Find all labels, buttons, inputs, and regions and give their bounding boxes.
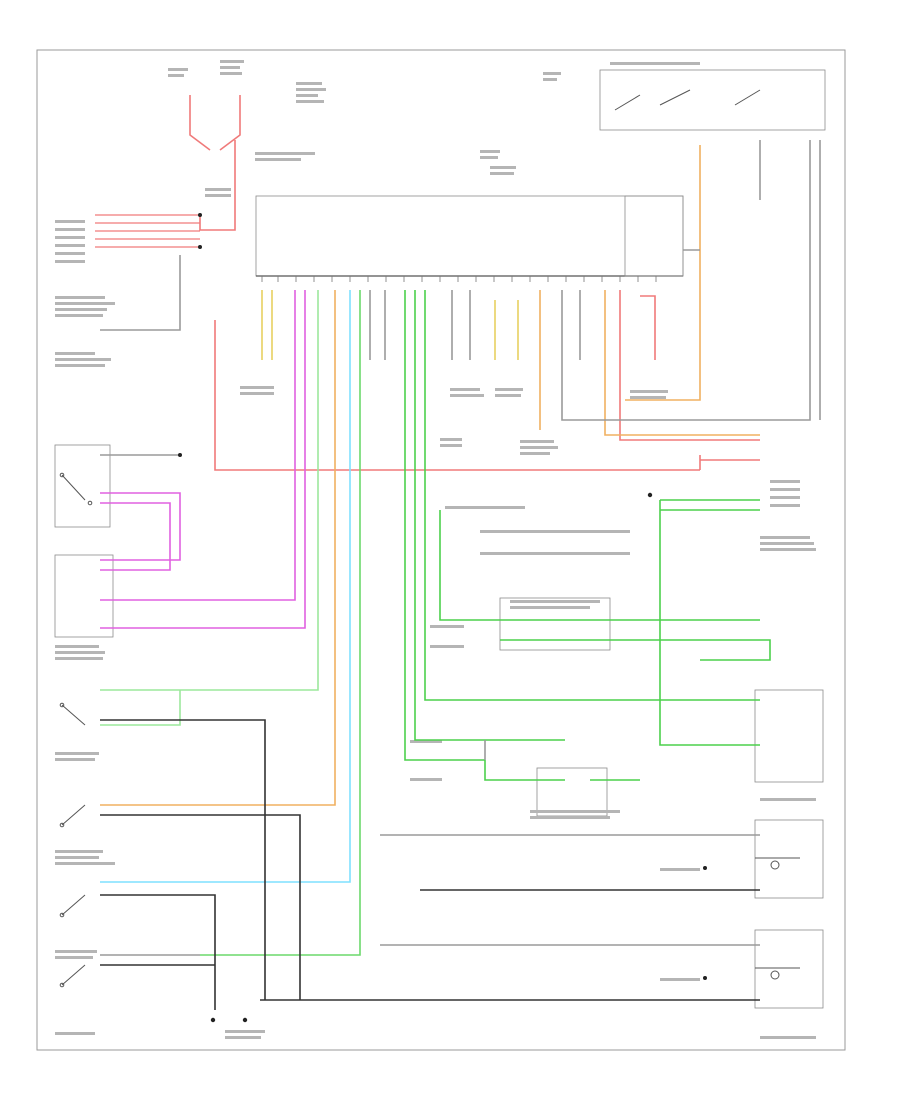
door-module-box-right-2 [754, 929, 824, 1009]
parking-module-box [536, 767, 608, 817]
red-wires [95, 95, 760, 471]
switch-symbols [59, 89, 800, 988]
orange-wires [100, 145, 760, 806]
diagram-border [36, 49, 846, 1051]
gray-wires [100, 140, 821, 956]
yellow-wires [261, 290, 519, 360]
ignition-switch-box [599, 69, 826, 131]
pink-wires [100, 290, 306, 629]
instrument-cluster-box [754, 689, 824, 783]
left-module-box [54, 554, 114, 638]
green-wires [200, 290, 771, 956]
gateway-module-box [499, 597, 611, 651]
body-control-module [255, 195, 684, 277]
door-module-box-right [754, 819, 824, 899]
module-pin-ticks [261, 276, 657, 282]
switch-box-1 [54, 444, 111, 528]
label-marks [55, 60, 816, 1039]
splice-dots [178, 213, 707, 1023]
cyan-wires [100, 290, 351, 883]
black-wires [100, 719, 760, 1010]
lightgreen-wires [100, 290, 319, 726]
fuse-box-right [624, 195, 684, 277]
